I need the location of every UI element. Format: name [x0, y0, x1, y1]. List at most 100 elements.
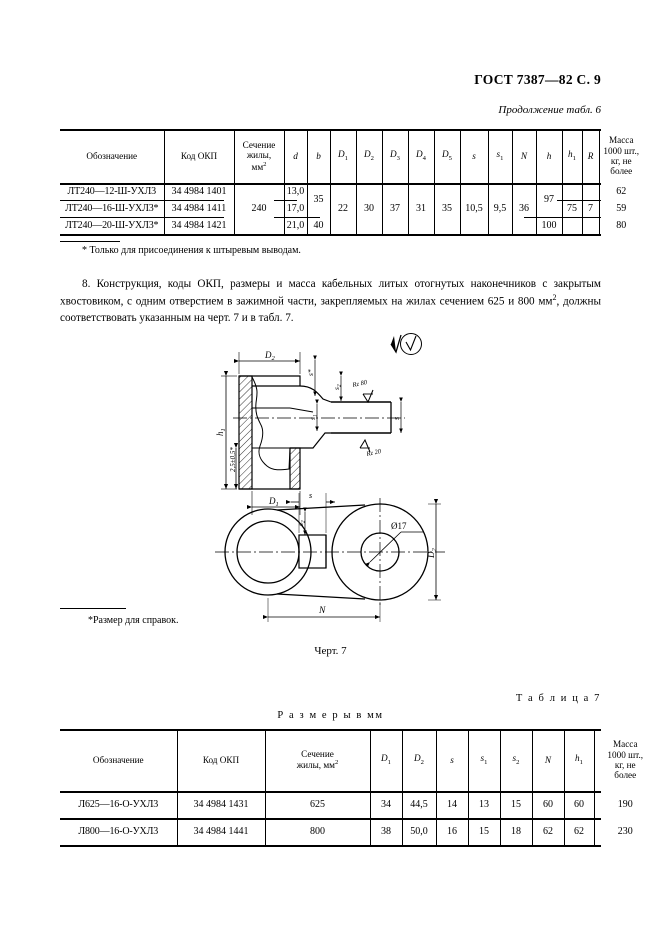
table6-row-sep-f — [174, 217, 224, 219]
table-row: ЛТ240—16-Ш-УХЛ3* 34 4984 1411 17,0 59 — [60, 200, 643, 217]
page-title: ГОСТ 7387—82 С. 9 — [474, 72, 601, 87]
th-D2: D2 — [401, 729, 437, 791]
table6-row-sep-h — [524, 217, 601, 219]
cell-D4: 31 — [407, 183, 435, 234]
th-okp: Код ОКП — [176, 729, 266, 791]
th-mass: Масса 1000 шт., кг, не более — [593, 729, 656, 791]
th7-section-l1: Сечение — [301, 749, 334, 760]
th-mass-l2: 1000 шт., — [603, 145, 640, 156]
label-h1-left: h1 — [215, 428, 227, 436]
cell-b: 40 — [306, 217, 331, 234]
table7-label: Т а б л и ц а 7 — [515, 693, 601, 704]
label-D1-bottom: D1 — [268, 496, 279, 508]
table-7: Обозначение Код ОКП Сечение жилы, мм2 D1… — [60, 729, 656, 845]
table-row: ЛТ240—12-Ш-УХЛ3 34 4984 1401 240 13,0 35… — [60, 183, 643, 234]
th-s: s — [435, 729, 469, 791]
th-s: s — [459, 129, 489, 183]
cell-mass: 62 — [598, 183, 643, 200]
th-mass: Масса 1000 шт., кг, не более — [598, 129, 643, 183]
table6-bottom-rule — [60, 234, 601, 236]
th-b: b — [306, 129, 331, 183]
cell-b: 35 — [306, 183, 331, 217]
cell-D2: 44,5 — [401, 791, 437, 818]
roughness-symbol-icon — [390, 333, 422, 355]
th-R: R — [581, 129, 600, 183]
label-s2-plan: s2 — [296, 520, 307, 526]
label-s-plan: s — [309, 491, 312, 500]
figure-note: *Размер для справок. — [88, 615, 179, 626]
label-D2-plan: D2 — [426, 548, 438, 560]
cell-designation: ЛТ240—12-Ш-УХЛ3 — [60, 183, 165, 200]
th-N: N — [531, 729, 565, 791]
th7-section-l2: жилы, мм — [296, 760, 335, 771]
cell-s1: 15 — [467, 818, 501, 845]
th-mass-l3: кг, не — [610, 156, 632, 166]
cell-D3: 37 — [381, 183, 409, 234]
cell-designation: Л625—16-О-УХЛ3 — [60, 791, 178, 818]
cell-s: 10,5 — [459, 183, 489, 234]
table6-footnote: * Только для присоединения к штыревым вы… — [82, 245, 301, 256]
th-section-l1: Сечение — [242, 140, 276, 151]
th-D3: D3 — [381, 129, 409, 183]
paragraph-8-sup: 2 — [552, 293, 557, 303]
rz20-roughness-icon: Rz 20 — [359, 438, 382, 458]
table6-row-sep-a — [60, 200, 174, 202]
th-D1: D1 — [329, 129, 357, 183]
cell-s1: 9,5 — [487, 183, 513, 234]
cell-designation: ЛТ240—20-Ш-УХЛ3* — [60, 217, 165, 234]
cell-h1: 60 — [563, 791, 595, 818]
cell-D2: 50,0 — [401, 818, 437, 845]
cell-mass: 190 — [593, 791, 656, 818]
th7-section-sup: 2 — [334, 759, 339, 767]
th7-mass-l1: Масса — [612, 739, 638, 750]
th-h1: h1 — [563, 729, 595, 791]
table7-bottom-rule — [60, 845, 601, 847]
table-row: Л800—16-О-УХЛ3 34 4984 1441 800 38 50,0 … — [60, 818, 656, 845]
cell-section: 800 — [264, 818, 371, 845]
cell-R: 7 — [581, 183, 600, 234]
th-section-l3: мм — [251, 161, 264, 172]
cell-s: 14 — [435, 791, 469, 818]
th-D2: D2 — [355, 129, 383, 183]
cell-mass: 230 — [593, 818, 656, 845]
th-h: h — [535, 129, 563, 183]
th-section-l2: жилы, — [246, 150, 272, 161]
th-s2: s2 — [499, 729, 533, 791]
th-D4: D4 — [407, 129, 435, 183]
label-s2: s2 — [332, 384, 343, 390]
th-designation: Обозначение — [60, 729, 178, 791]
label-s1: s1 — [308, 414, 319, 420]
cell-okp: 34 4984 1411 — [163, 200, 235, 217]
figure-caption: Черт. 7 — [314, 645, 347, 657]
cell-N: 60 — [531, 791, 565, 818]
cell-D1: 34 — [369, 791, 403, 818]
th-N: N — [511, 129, 537, 183]
cell-section: 625 — [264, 791, 371, 818]
table7-dims-label: Р а з м е р ы в мм — [277, 710, 384, 721]
th-mass-l4: более — [610, 166, 633, 177]
cell-N: 62 — [531, 818, 565, 845]
th-D5: D5 — [433, 129, 461, 183]
cell-mass: 59 — [598, 200, 643, 217]
cell-section: 240 — [233, 183, 285, 234]
cell-h1: 62 — [563, 818, 595, 845]
th-D1: D1 — [369, 729, 403, 791]
table-row: Л625—16-О-УХЛ3 34 4984 1431 625 34 44,5 … — [60, 791, 656, 818]
label-rz20: Rz 20 — [365, 448, 382, 458]
table6-header-row: Обозначение Код ОКП Сечение жилы, мм2 d … — [60, 129, 643, 183]
cell-mass: 80 — [598, 217, 643, 234]
cell-D2: 30 — [355, 183, 383, 234]
cell-designation: ЛТ240—16-Ш-УХЛ3* — [60, 200, 165, 217]
paragraph-8-text: 8. Конструкция, коды ОКП, размеры и масс… — [60, 278, 601, 309]
cell-s2: 15 — [499, 791, 533, 818]
label-N-plan: N — [318, 606, 326, 616]
drawing-svg: D2 D1 h1 2,5±0,5* s* s2 — [215, 333, 445, 622]
footnote-rule — [60, 241, 120, 243]
cell-s2: 18 — [499, 818, 533, 845]
cell-okp: 34 4984 1401 — [163, 183, 235, 200]
cell-s: 16 — [435, 818, 469, 845]
table-row: ЛТ240—20-Ш-УХЛ3* 34 4984 1421 21,0 40 10… — [60, 217, 643, 234]
figure-note-rule — [60, 608, 126, 610]
th-okp: Код ОКП — [163, 129, 235, 183]
th-s1: s1 — [487, 129, 513, 183]
